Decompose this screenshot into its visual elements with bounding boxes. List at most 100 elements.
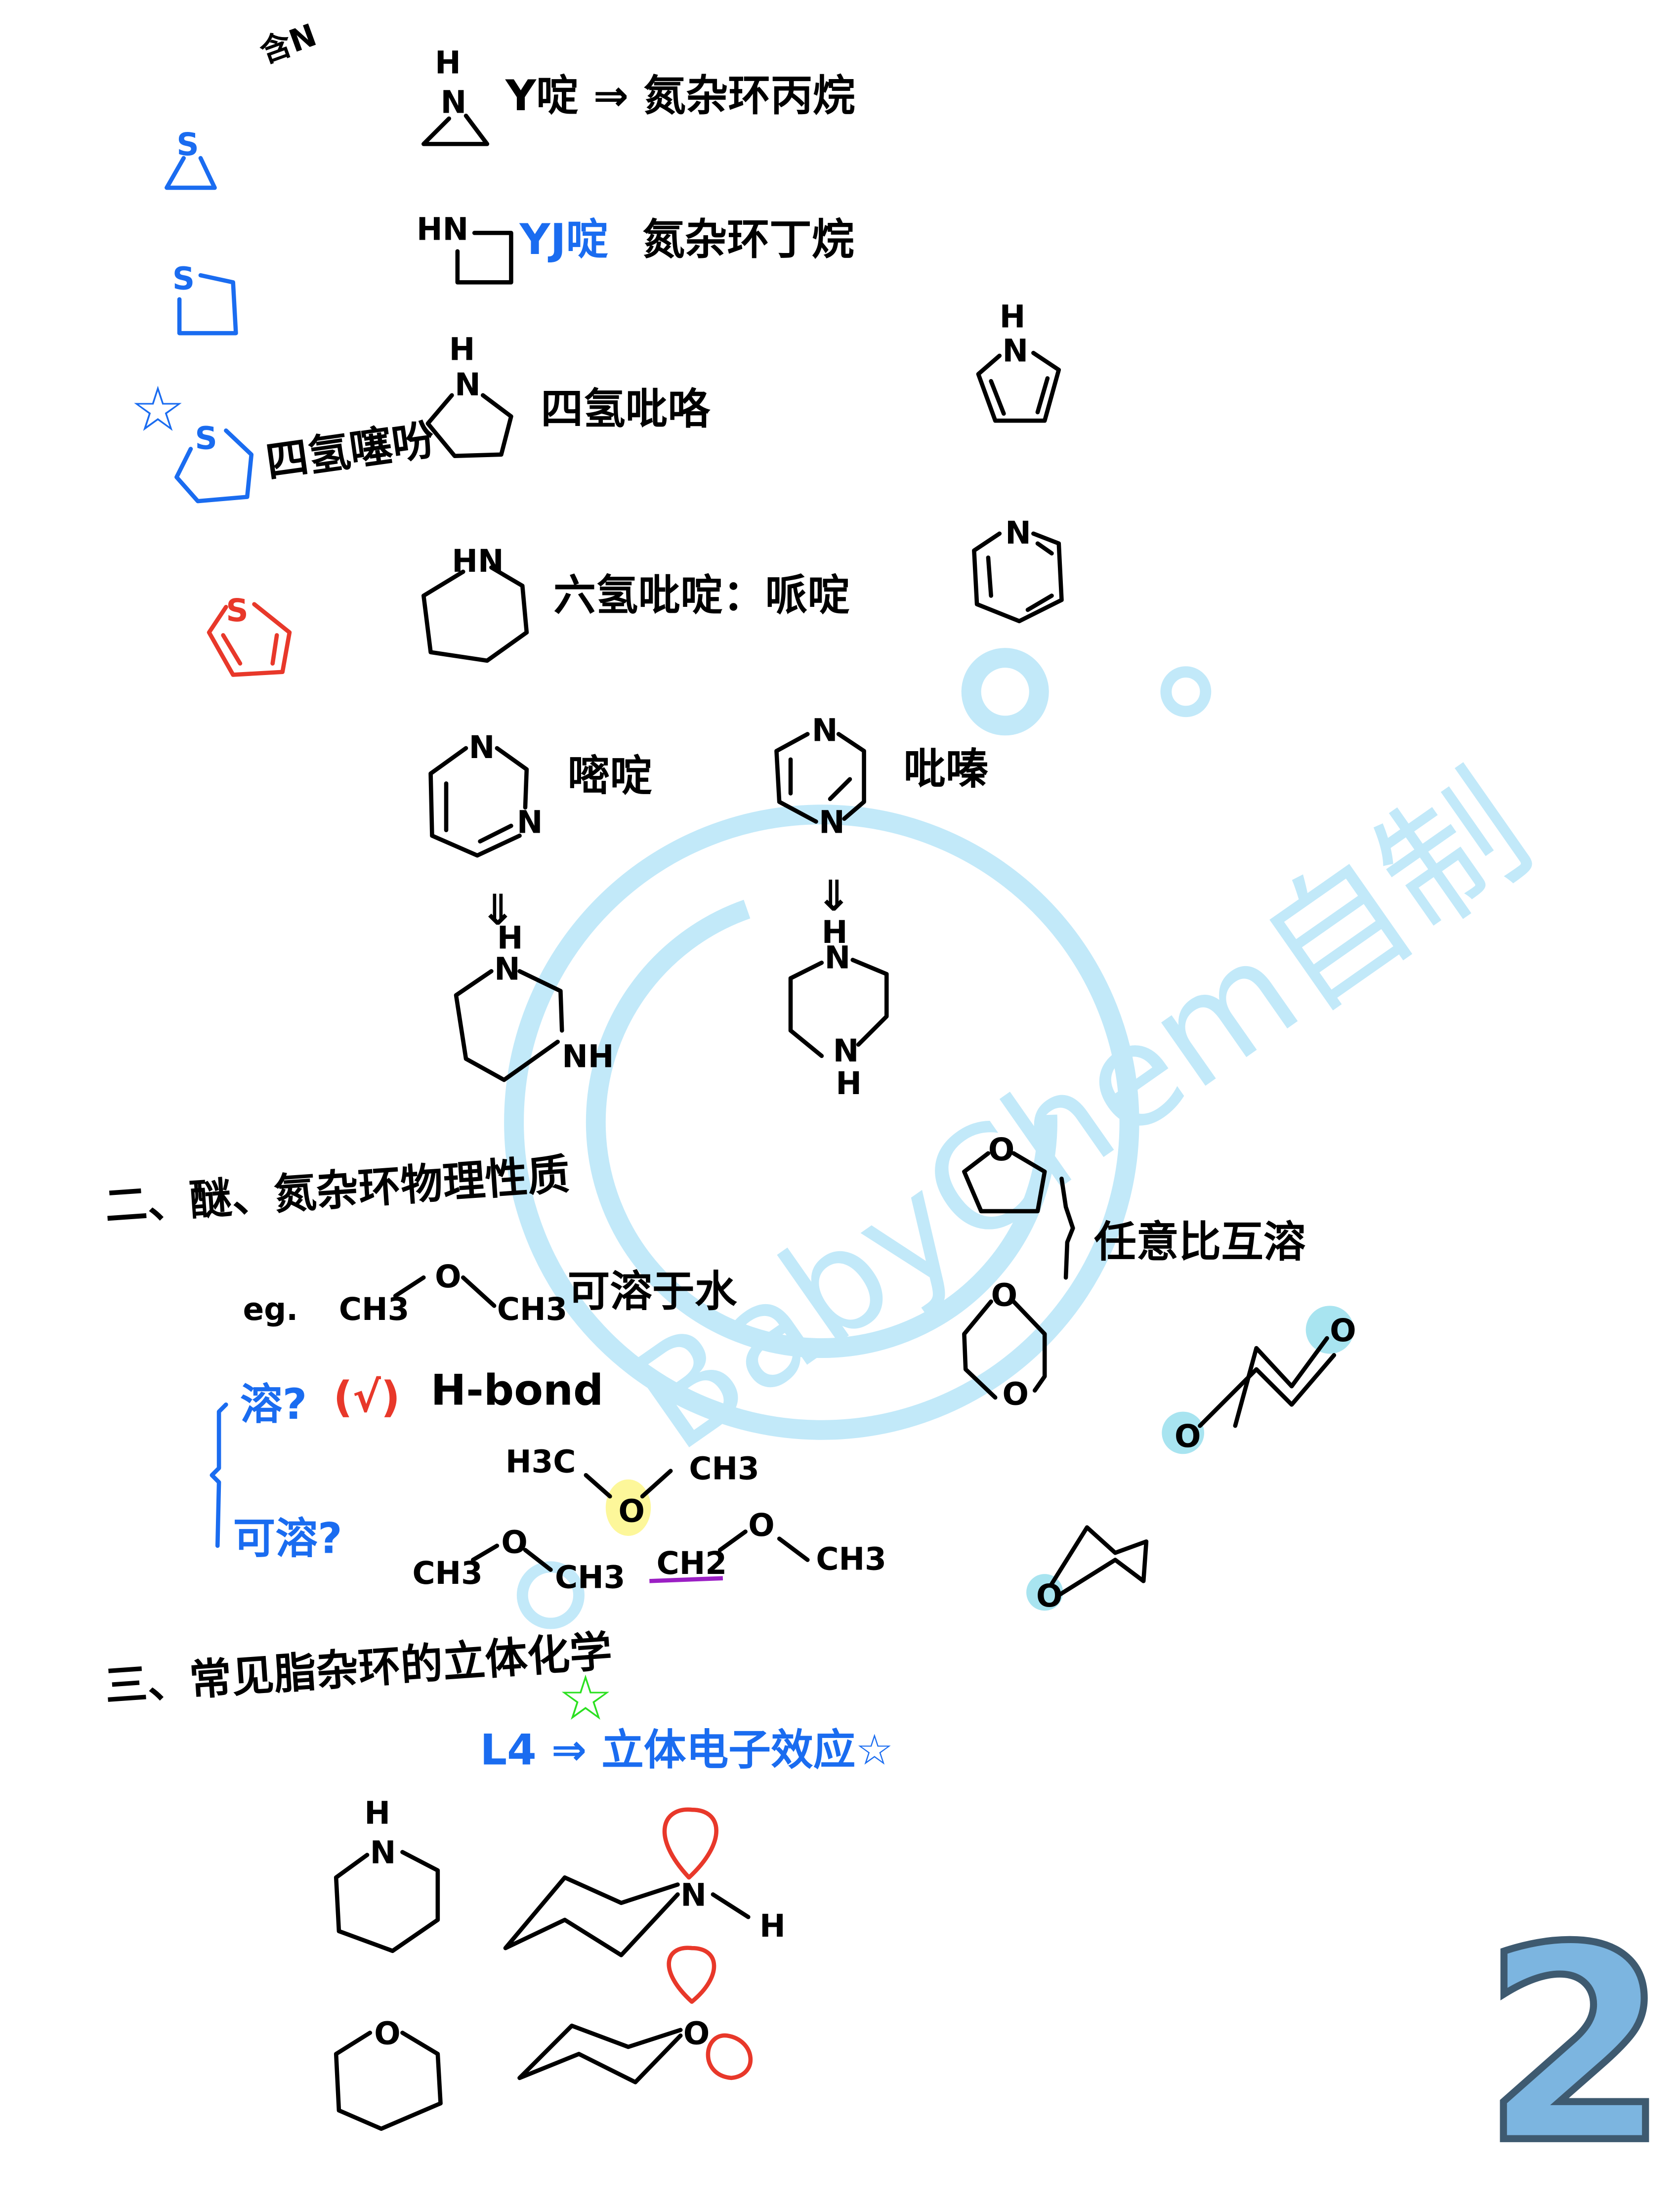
- handwritten-label: N: [370, 1835, 396, 1871]
- pyrimidine-name: 嘧啶: [568, 752, 652, 801]
- hbond-label: H-bond: [431, 1365, 604, 1415]
- miscible-note: 任意比互溶: [1094, 1217, 1305, 1267]
- handwritten-label: O: [991, 1277, 1017, 1313]
- pen-stroke: [989, 379, 1006, 416]
- azetidine: HN YJ啶 氮杂环丁烷: [417, 212, 854, 285]
- handwritten-label: N: [469, 729, 495, 765]
- pen-stroke: [393, 1275, 426, 1298]
- tetrahydrothiophene-blue: S 四氢噻吩: [174, 415, 438, 504]
- pyrrolidine: H N 四氢吡咯: [425, 331, 711, 458]
- handwritten-label: CH3: [497, 1291, 567, 1327]
- thiirane-blue: S: [165, 127, 217, 190]
- handwritten-label: N: [1003, 333, 1029, 369]
- handwritten-label: H: [497, 920, 523, 956]
- handwritten-label: CH3: [339, 1291, 409, 1327]
- pen-stroke: [517, 969, 564, 1033]
- pen-stroke: [972, 531, 1064, 624]
- pen-stroke: [706, 2033, 753, 2080]
- pen-stroke: [774, 732, 818, 824]
- check-mark: (√): [333, 1373, 400, 1422]
- piperidine-name: 六氢吡啶：哌啶: [553, 571, 850, 620]
- pyrimidine: N N 嘧啶: [428, 729, 652, 858]
- handwritten-label: H: [449, 331, 475, 367]
- pen-stroke: [986, 555, 993, 598]
- pen-stroke: [649, 1576, 723, 1583]
- star-icon-green: ☆: [558, 1661, 614, 1734]
- handwritten-label: eg.: [243, 1291, 298, 1327]
- handwritten-label: N: [680, 1877, 707, 1913]
- brace: [1059, 1176, 1075, 1280]
- chair-piperidine: N H: [503, 1807, 786, 1957]
- aziridine: H N Y啶 ⇒ 氮杂环丙烷: [421, 45, 855, 146]
- ether-1: CH3 O CH3: [412, 1524, 625, 1595]
- handwritten-label: N: [441, 85, 467, 121]
- piperazine-left: H N NH: [454, 920, 614, 1082]
- pen-stroke: [471, 1543, 500, 1562]
- azetidine-short-name: YJ啶: [519, 215, 609, 264]
- pen-stroke: [1162, 1411, 1205, 1454]
- pen-stroke: [461, 1275, 497, 1308]
- pen-stroke: [421, 113, 490, 146]
- pen-stroke: [516, 1561, 585, 1629]
- section3-heading: 三、常见脂杂环的立体化学: [103, 1627, 614, 1711]
- star-icon: ☆: [130, 373, 186, 445]
- watermark: BabyChem自制: [504, 648, 1558, 1629]
- chair-oxane: O: [517, 1946, 753, 2084]
- pen-stroke: [334, 1850, 440, 1953]
- pen-stroke: [584, 1473, 612, 1499]
- handwritten-label: H: [1000, 299, 1026, 335]
- handwritten-label: HN: [417, 212, 468, 248]
- stereoelectronic-note: L4 ⇒ 立体电子效应☆: [480, 1726, 894, 1775]
- handwritten-label: O: [374, 2015, 400, 2051]
- handwritten-label: N: [455, 367, 481, 403]
- handwritten-label: O: [1330, 1313, 1356, 1349]
- arrow-down-icon: ⇓: [816, 872, 851, 921]
- handwritten-label: S: [176, 127, 199, 163]
- piperidine: HN 六氢吡啶：哌啶: [421, 543, 850, 663]
- pyridine: N: [972, 515, 1064, 624]
- handwritten-label: CH2: [657, 1545, 727, 1581]
- pen-stroke: [1025, 594, 1054, 612]
- pen-stroke: [1035, 541, 1054, 556]
- pen-stroke: [605, 1479, 651, 1536]
- pen-stroke: [961, 648, 1049, 736]
- pen-stroke: [221, 633, 243, 666]
- pen-stroke: [1305, 1306, 1354, 1354]
- pen-stroke: [662, 1807, 718, 1880]
- handwritten-label: N: [812, 713, 838, 749]
- handwritten-label: O: [501, 1524, 527, 1560]
- handwritten-label: S: [226, 593, 248, 629]
- handwritten-label: O: [683, 2015, 710, 2051]
- handwritten-label: H: [822, 914, 848, 950]
- handwritten-label: H: [435, 45, 461, 81]
- pen-stroke: [270, 633, 279, 666]
- pen-stroke: [174, 428, 254, 504]
- handwritten-label: S: [172, 261, 195, 297]
- page-number: 2: [1482, 1890, 1669, 2203]
- pyrazine: N N 吡嗪: [774, 713, 989, 840]
- handwritten-label: N: [825, 940, 851, 976]
- section2-heading: 二、醚、氮杂环物理性质: [103, 1149, 571, 1231]
- hbond-diagram: H3C CH3 O: [505, 1443, 759, 1536]
- pen-stroke: [962, 1151, 1047, 1214]
- azetidine-name: 氮杂环丁烷: [642, 215, 854, 264]
- pen-stroke: [667, 1946, 716, 2004]
- handwritten-label: CH3: [816, 1541, 886, 1577]
- pen-stroke: [177, 273, 238, 336]
- pen-stroke: [523, 1548, 553, 1572]
- pyrazine-name: 吡嗪: [904, 744, 989, 794]
- handwritten-label: N: [819, 804, 845, 840]
- piperidine-bottom: H N: [334, 1795, 440, 1953]
- brace-blue: [210, 1402, 228, 1548]
- handwritten-label: CH3: [555, 1560, 625, 1596]
- handwritten-label: O: [748, 1507, 774, 1543]
- pen-stroke: [788, 960, 824, 1059]
- arrow-down-icon: ⇓: [480, 886, 516, 935]
- pen-stroke: [1035, 376, 1050, 415]
- pen-stroke: [1160, 666, 1212, 718]
- thf: O: [962, 1132, 1047, 1214]
- pen-stroke: [517, 2023, 683, 2084]
- pen-stroke: [717, 1529, 748, 1552]
